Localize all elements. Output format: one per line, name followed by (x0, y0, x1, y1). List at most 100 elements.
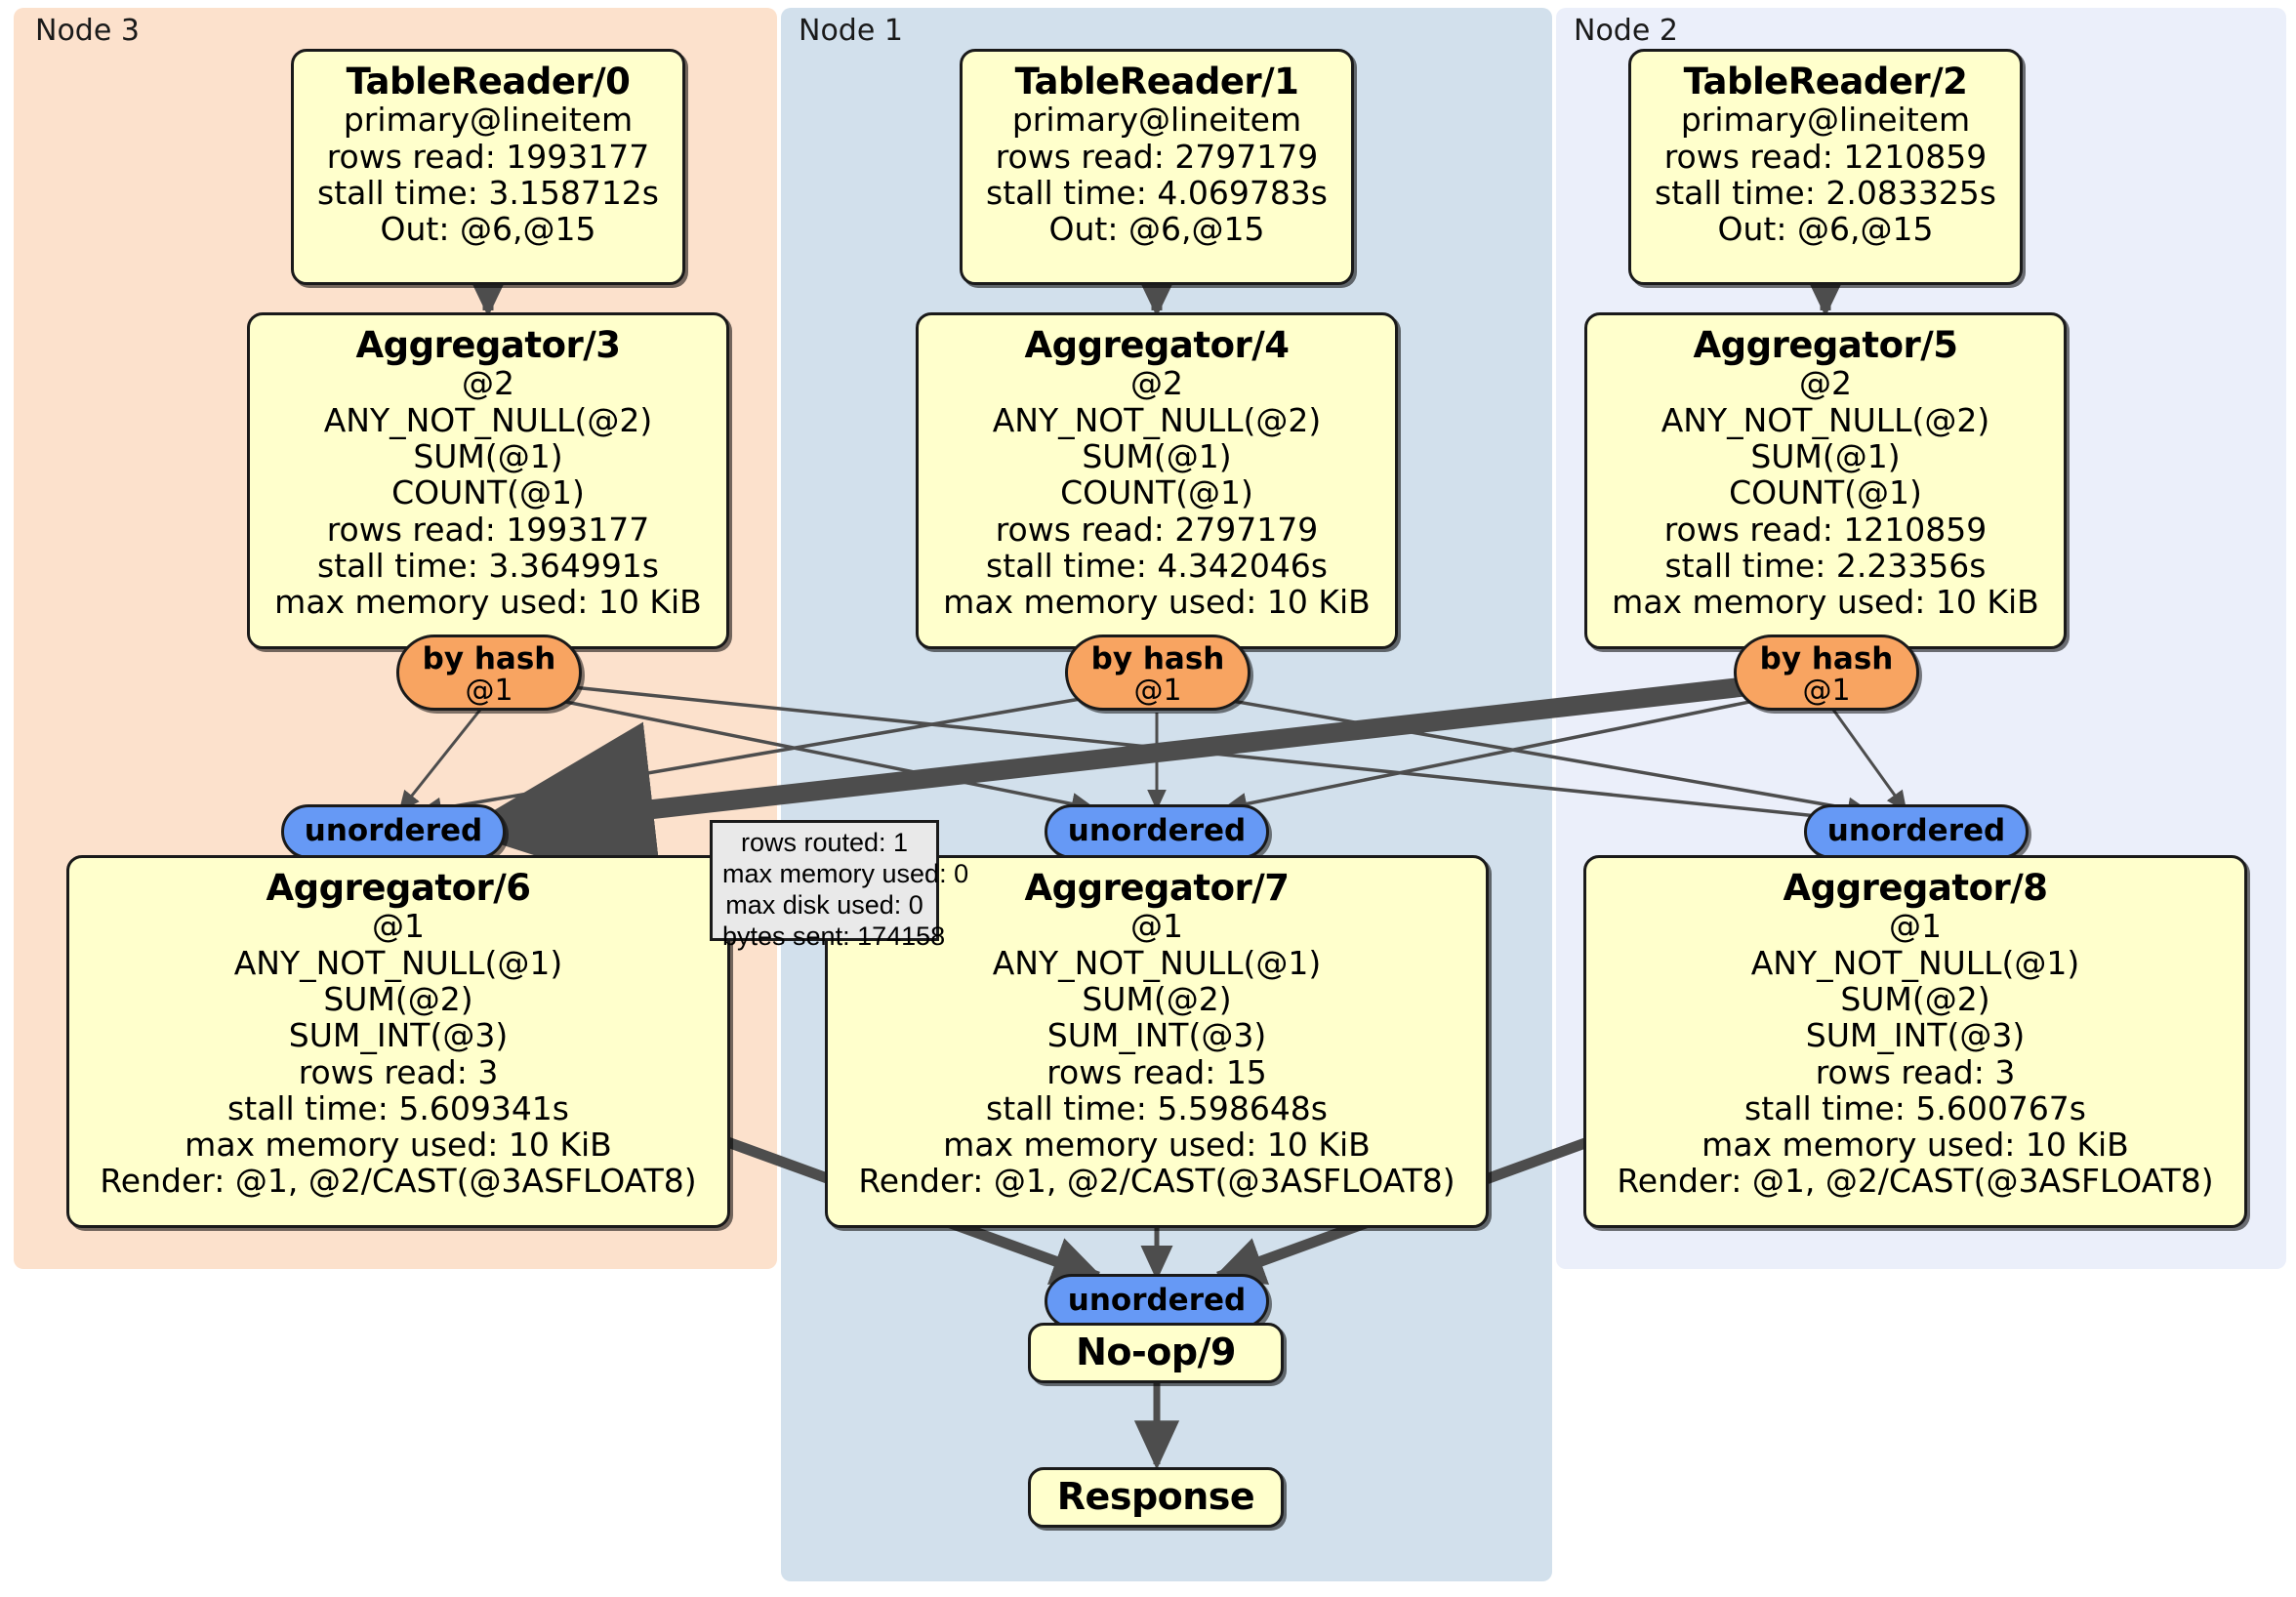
node-line: rows read: 3 (298, 1052, 499, 1091)
router-unordered-node1[interactable]: unordered (1045, 804, 1269, 859)
node-title: TableReader/2 (1683, 61, 1968, 102)
node-aggregator-3[interactable]: Aggregator/3 @2 ANY_NOT_NULL(@2) SUM(@1)… (247, 312, 729, 649)
node-line: SUM(@2) (323, 980, 473, 1018)
node-line: max memory used: 10 KiB (1612, 583, 2039, 622)
router-label: by hash (422, 641, 556, 676)
node-line: ANY_NOT_NULL(@2) (1660, 400, 1990, 439)
node-line: SUM_INT(@3) (1805, 1016, 2026, 1055)
node-line: rows read: 1210859 (1663, 137, 1988, 176)
node-line: @2 (1799, 364, 1852, 403)
node-line: primary@lineitem (1680, 101, 1971, 140)
node-line: COUNT(@1) (1729, 473, 1922, 512)
router-by-hash-node2[interactable]: by hash @1 (1734, 635, 1919, 711)
node-line: stall time: 4.069783s (986, 174, 1328, 212)
router-sublabel: @1 (1802, 673, 1851, 708)
node-title: Aggregator/7 (1024, 867, 1290, 909)
node-line: stall time: 3.158712s (317, 174, 659, 212)
node-line: Out: @6,@15 (380, 210, 596, 249)
node-line: primary@lineitem (1011, 101, 1302, 140)
node-line: rows read: 2797179 (995, 510, 1319, 549)
node-line: @1 (1889, 907, 1942, 946)
router-unordered-node3[interactable]: unordered (281, 804, 506, 859)
node-aggregator-5[interactable]: Aggregator/5 @2 ANY_NOT_NULL(@2) SUM(@1)… (1584, 312, 2067, 649)
node-line: @1 (1130, 907, 1183, 946)
node-title: TableReader/1 (1014, 61, 1299, 102)
node-title: Aggregator/6 (266, 867, 531, 909)
tooltip-line: max memory used: 0 (722, 859, 969, 889)
node-title: TableReader/0 (346, 61, 631, 102)
node-title: No-op/9 (1076, 1331, 1236, 1373)
router-sublabel: @1 (1133, 673, 1182, 708)
node-line: Render: @1, @2/CAST(@3ASFLOAT8) (858, 1162, 1456, 1201)
node-line: Render: @1, @2/CAST(@3ASFLOAT8) (100, 1162, 697, 1201)
node-line: COUNT(@1) (391, 473, 585, 512)
node-line: stall time: 5.598648s (986, 1088, 1328, 1127)
node-title: Aggregator/3 (355, 324, 621, 366)
node-tablereader-0[interactable]: TableReader/0 primary@lineitem rows read… (291, 49, 685, 285)
node-line: stall time: 5.609341s (227, 1088, 569, 1127)
router-by-hash-node3[interactable]: by hash @1 (396, 635, 582, 711)
node-title: Aggregator/5 (1693, 324, 1958, 366)
node-aggregator-8[interactable]: Aggregator/8 @1 ANY_NOT_NULL(@1) SUM(@2)… (1583, 855, 2247, 1228)
tooltip-line: rows routed: 1 (740, 828, 909, 857)
node-line: rows read: 2797179 (995, 137, 1319, 176)
panel-label-node-3: Node 3 (35, 14, 140, 48)
node-aggregator-4[interactable]: Aggregator/4 @2 ANY_NOT_NULL(@2) SUM(@1)… (916, 312, 1398, 649)
router-label: unordered (1826, 813, 2006, 848)
router-unordered-node2[interactable]: unordered (1804, 804, 2029, 859)
node-line: rows read: 15 (1046, 1052, 1267, 1091)
router-sublabel: @1 (465, 673, 513, 708)
router-label: unordered (1067, 813, 1247, 848)
node-aggregator-6[interactable]: Aggregator/6 @1 ANY_NOT_NULL(@1) SUM(@2)… (66, 855, 730, 1228)
node-line: Out: @6,@15 (1048, 210, 1265, 249)
node-line: @2 (462, 364, 514, 403)
node-line: SUM(@1) (1750, 437, 1901, 475)
node-line: stall time: 5.600767s (1744, 1088, 2086, 1127)
node-line: max memory used: 10 KiB (184, 1126, 612, 1165)
router-label: by hash (1090, 641, 1225, 676)
router-label: unordered (1067, 1283, 1247, 1318)
node-line: max memory used: 10 KiB (943, 583, 1371, 622)
node-line: stall time: 3.364991s (317, 546, 659, 585)
node-line: rows read: 1210859 (1663, 510, 1988, 549)
node-line: SUM(@1) (1082, 437, 1232, 475)
node-line: rows read: 1993177 (326, 510, 650, 549)
panel-label-node-1: Node 1 (799, 14, 903, 48)
node-line: ANY_NOT_NULL(@1) (1750, 943, 2080, 982)
node-line: Out: @6,@15 (1717, 210, 1934, 249)
node-tablereader-2[interactable]: TableReader/2 primary@lineitem rows read… (1628, 49, 2023, 285)
node-title: Aggregator/4 (1024, 324, 1290, 366)
node-line: ANY_NOT_NULL(@1) (992, 943, 1322, 982)
node-line: SUM_INT(@3) (288, 1016, 509, 1055)
node-line: @2 (1130, 364, 1183, 403)
node-line: SUM_INT(@3) (1046, 1016, 1267, 1055)
node-line: rows read: 3 (1815, 1052, 2016, 1091)
node-line: max memory used: 10 KiB (1702, 1126, 2129, 1165)
node-line: max memory used: 10 KiB (943, 1126, 1371, 1165)
node-title: Aggregator/8 (1783, 867, 2048, 909)
node-line: @1 (372, 907, 425, 946)
node-response[interactable]: Response (1028, 1467, 1284, 1528)
node-line: max memory used: 10 KiB (274, 583, 702, 622)
router-by-hash-node1[interactable]: by hash @1 (1065, 635, 1250, 711)
node-line: primary@lineitem (343, 101, 634, 140)
node-noop-9[interactable]: No-op/9 (1028, 1323, 1284, 1383)
stream-stats-tooltip: rows routed: 1 max memory used: 0 max di… (710, 820, 969, 951)
node-line: rows read: 1993177 (326, 137, 650, 176)
node-line: stall time: 4.342046s (986, 546, 1328, 585)
node-title: Response (1056, 1475, 1255, 1518)
node-line: SUM(@2) (1840, 980, 1990, 1018)
node-line: SUM(@1) (413, 437, 563, 475)
node-line: Render: @1, @2/CAST(@3ASFLOAT8) (1617, 1162, 2214, 1201)
node-line: COUNT(@1) (1060, 473, 1253, 512)
panel-label-node-2: Node 2 (1574, 14, 1678, 48)
node-line: ANY_NOT_NULL(@2) (992, 400, 1322, 439)
tooltip-line: bytes sent: 174158 (722, 921, 946, 952)
node-line: ANY_NOT_NULL(@1) (233, 943, 563, 982)
router-unordered-final[interactable]: unordered (1045, 1274, 1269, 1329)
tooltip-line: max disk used: 0 (725, 890, 923, 921)
node-tablereader-1[interactable]: TableReader/1 primary@lineitem rows read… (960, 49, 1354, 285)
node-line: SUM(@2) (1082, 980, 1232, 1018)
node-line: ANY_NOT_NULL(@2) (323, 400, 653, 439)
